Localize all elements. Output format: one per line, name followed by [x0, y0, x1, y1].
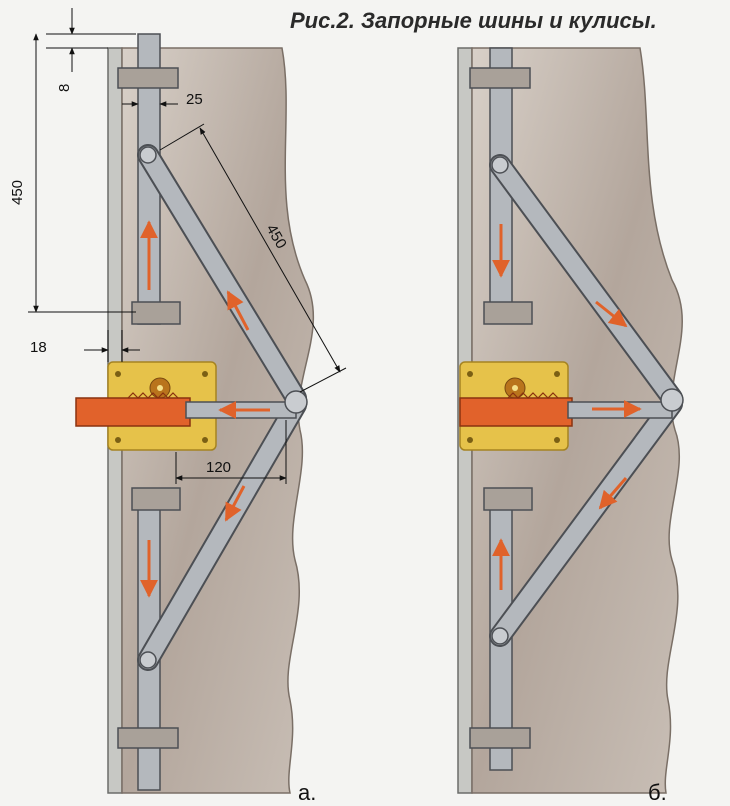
panel-label-a: а. [298, 780, 316, 805]
panel-label-b: б. [648, 780, 667, 805]
pivot-top-a [139, 146, 157, 164]
guide-bracket-mid-b [483, 301, 533, 325]
panel-a: 8 450 25 450 18 120 а. [9, 8, 347, 805]
lower-link-b [491, 395, 681, 645]
guide-bracket-low-a [131, 487, 181, 511]
dim-120: 120 [206, 459, 231, 476]
guide-bracket-mid-a [131, 301, 181, 325]
dim-25: 25 [186, 91, 203, 108]
figure-title: Рис.2. Запорные шины и кулисы. [290, 8, 657, 33]
gear-icon [504, 377, 526, 399]
panel-b: б. [457, 47, 684, 805]
arrow-link-up-b [598, 477, 628, 510]
dim-450-vertical: 450 [9, 180, 26, 205]
pivot-joint-a [284, 390, 308, 414]
dim-8: 8 [56, 84, 73, 92]
guide-bracket-top-b [469, 67, 531, 89]
lower-link-a [139, 396, 305, 669]
guide-bracket-bottom-a [117, 727, 179, 749]
gear-icon [149, 377, 171, 399]
bolt-a [75, 397, 191, 427]
pivot-bottom-b [491, 627, 509, 645]
pivot-top-b [491, 156, 509, 174]
arrow-link-down-b [595, 300, 628, 328]
dim-18: 18 [30, 339, 47, 356]
guide-bracket-bottom-b [469, 727, 531, 749]
guide-bracket-low-b [483, 487, 533, 511]
bolt-b [459, 397, 573, 427]
arrow-link-down-a [224, 485, 246, 522]
guide-bracket-top-a [117, 67, 179, 89]
pivot-joint-b [660, 388, 684, 412]
upper-link-b [491, 156, 681, 407]
pivot-bottom-a [139, 651, 157, 669]
